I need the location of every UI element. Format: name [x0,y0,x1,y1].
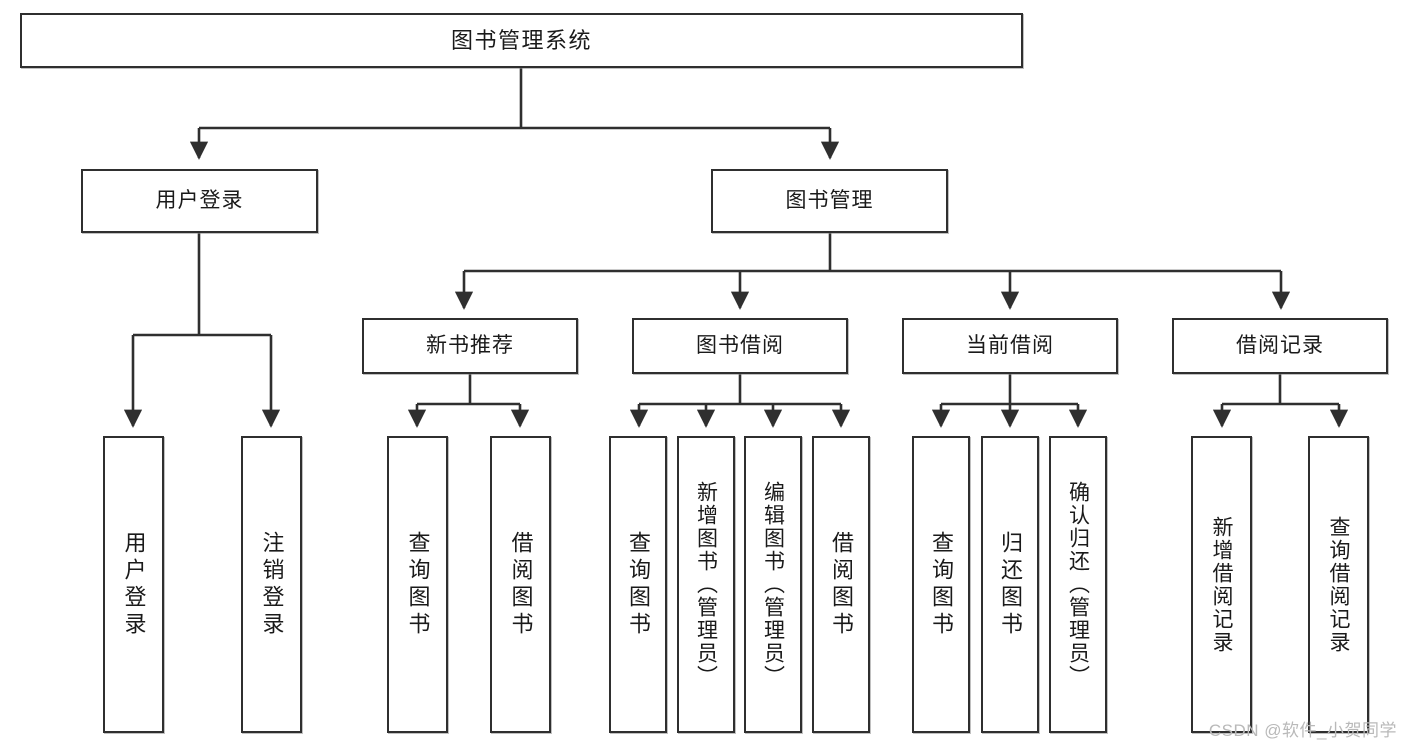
node-label: 图书借阅 [696,333,784,357]
leaf-record-query-borrow-record[interactable]: 查询借阅记录 [1308,436,1369,733]
node-label: 借阅图书 [508,530,534,639]
node-label: 图书管理 [785,188,874,212]
leaf-borrow-add-book-admin[interactable]: 新增图书（管理员） [677,436,735,733]
leaf-borrow-borrow-book[interactable]: 借阅图书 [812,436,870,733]
leaf-user-login-login[interactable]: 用户登录 [103,436,164,733]
leaf-borrow-edit-book-admin[interactable]: 编辑图书（管理员） [744,436,802,733]
node-label: 查询借阅记录 [1327,515,1350,654]
node-label: 查询图书 [929,530,954,639]
node-label: 借阅记录 [1236,333,1324,357]
node-label: 新书推荐 [426,333,514,357]
node-label: 当前借阅 [966,333,1054,357]
node-label: 归还图书 [998,530,1023,639]
node-label: 借阅图书 [829,530,854,639]
leaf-user-login-logout[interactable]: 注销登录 [241,436,302,733]
node-root-book-management-system[interactable]: 图书管理系统 [20,13,1023,68]
watermark: CSDN @软件_小贺同学 [1208,721,1397,740]
leaf-current-confirm-return-admin[interactable]: 确认归还（管理员） [1049,436,1107,733]
node-label: 编辑图书（管理员） [761,481,785,688]
leaf-recommend-borrow-book[interactable]: 借阅图书 [490,436,551,733]
node-label: 查询图书 [626,530,651,639]
node-current-borrow[interactable]: 当前借阅 [902,318,1118,374]
node-book-management[interactable]: 图书管理 [711,169,948,233]
node-label: 用户登录 [121,530,147,639]
leaf-current-query-book[interactable]: 查询图书 [912,436,970,733]
node-user-login[interactable]: 用户登录 [81,169,318,233]
leaf-current-return-book[interactable]: 归还图书 [981,436,1039,733]
node-label: 查询图书 [405,530,431,639]
node-label: 注销登录 [259,530,285,639]
node-borrow-record[interactable]: 借阅记录 [1172,318,1388,374]
leaf-recommend-query-book[interactable]: 查询图书 [387,436,448,733]
node-label: 用户登录 [155,188,244,212]
node-label: 新增借阅记录 [1210,515,1233,654]
leaf-record-add-borrow-record[interactable]: 新增借阅记录 [1191,436,1252,733]
node-book-borrow[interactable]: 图书借阅 [632,318,848,374]
node-label: 确认归还（管理员） [1066,481,1090,688]
node-label: 新增图书（管理员） [694,481,718,688]
node-label: 图书管理系统 [450,27,592,53]
node-new-book-recommend[interactable]: 新书推荐 [362,318,578,374]
leaf-borrow-query-book[interactable]: 查询图书 [609,436,667,733]
